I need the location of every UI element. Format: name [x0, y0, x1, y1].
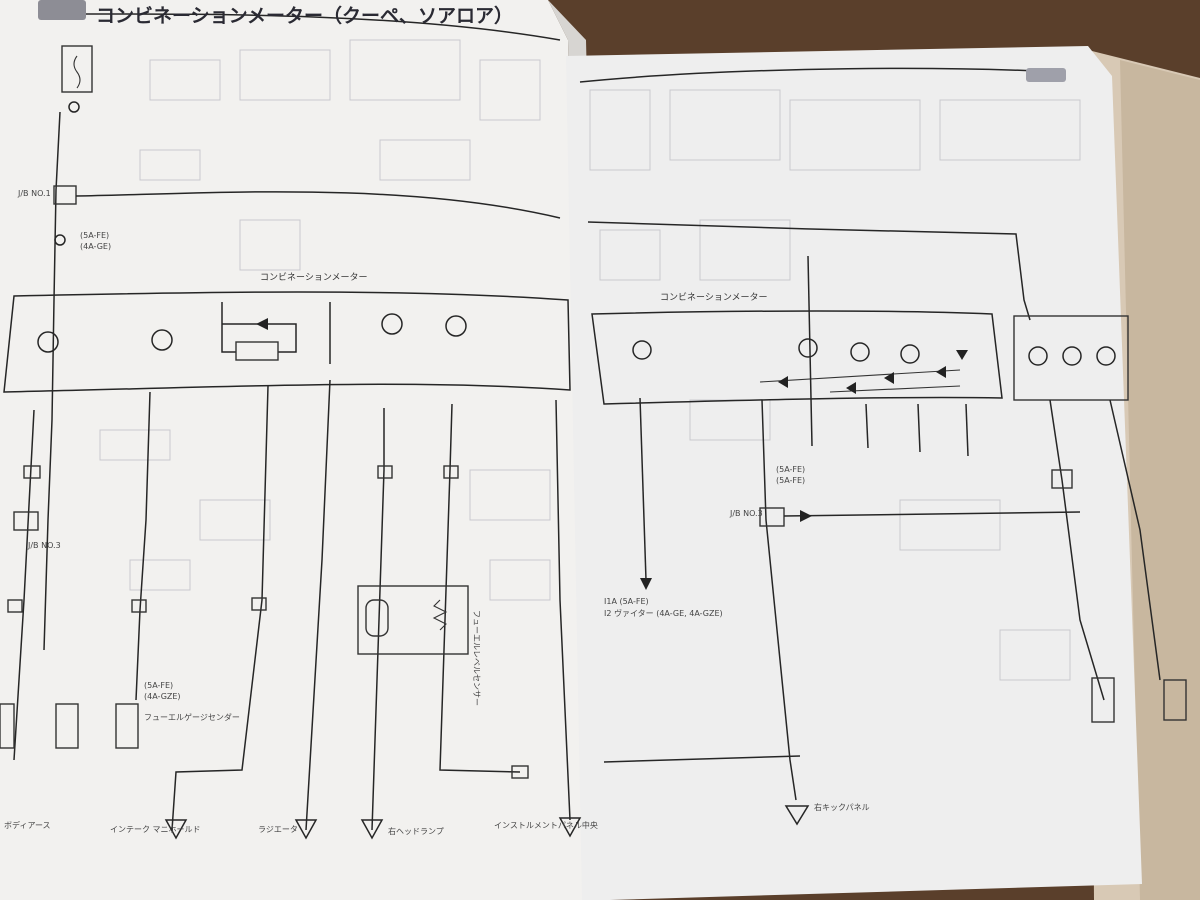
ground-label-1: インテーク マニホールド: [110, 825, 201, 834]
wire-r6: [965, 403, 969, 457]
destination-b: I2 ヴァイター (4A-GE, 4A-GZE): [604, 608, 723, 618]
fuel-resistor: [432, 599, 448, 631]
ground-symbol-icon: [294, 819, 318, 840]
connector-engine: [54, 234, 66, 246]
left-gauges: [37, 313, 467, 353]
left-connectors: [7, 465, 529, 779]
gauge-icon: [381, 313, 403, 335]
gauge-icon: [1028, 346, 1048, 366]
right-top-wire: [587, 221, 1031, 321]
meter-box-left: [3, 291, 571, 393]
ground-label-3: 右ヘッドランプ: [388, 826, 444, 836]
ground-symbol-icon: [784, 805, 810, 826]
ground-label-2: ラジエータ: [258, 825, 298, 834]
fuse-element: [73, 55, 81, 89]
wire-v2: [171, 385, 269, 831]
sender-box-1: [0, 703, 15, 749]
ground-symbol-icon: [164, 819, 188, 840]
meter-box-right: [591, 310, 1003, 405]
wire-r2: [761, 399, 797, 801]
diode-icon: [256, 318, 268, 330]
page-title: コンビネーションメーター（クーペ、ソアロア）: [96, 4, 513, 27]
jb-no1-label: J/B NO.1: [17, 189, 51, 198]
right-box-1: [1051, 469, 1073, 489]
fuel-gauge-element: [365, 599, 389, 637]
jb-no3-label-right: J/B NO.3: [729, 509, 763, 518]
right-section-badge: [1026, 68, 1066, 82]
right-ground-label: 右キックパネル: [814, 802, 870, 812]
book-edge-shadow: [1120, 60, 1200, 900]
destination-a: I1A (5A-FE): [604, 597, 649, 606]
ground-symbol-icon: [360, 819, 384, 840]
sensor-note-a: (5A-FE): [144, 681, 173, 690]
left-meter-label: コンビネーションメーター: [260, 272, 368, 283]
engine-note-top-b: (4A-GE): [80, 242, 111, 251]
right-box-3: [1163, 679, 1187, 721]
gauge-icon: [1096, 346, 1116, 366]
right-box-2: [1091, 677, 1115, 723]
sender-box-3: [115, 703, 139, 749]
left-page: [0, 0, 586, 900]
wire-v3: [305, 379, 331, 831]
diode-icon: [956, 350, 968, 360]
wire-r3: [807, 255, 813, 447]
diode-icon: [884, 372, 894, 384]
engine-note-right-a: (5A-FE): [776, 465, 805, 474]
wire-r7: [1049, 399, 1105, 701]
left-grounds: [164, 817, 582, 840]
wire-v4: [371, 408, 385, 831]
gauge-icon: [632, 340, 652, 360]
connector-top: [68, 101, 80, 113]
right-gauges: [632, 338, 1116, 366]
resistor-box: [235, 341, 279, 361]
sender-box-2: [55, 703, 79, 749]
engine-note-top-a: (5A-FE): [80, 231, 109, 240]
gauge-icon: [850, 342, 870, 362]
wire-r-arrow: [639, 397, 647, 581]
sensor-label: フューエルゲージセンダー: [144, 712, 240, 722]
wire-r5: [917, 403, 921, 453]
section-badge: [38, 0, 86, 20]
gauge-icon: [445, 315, 467, 337]
diode-icon: [936, 366, 946, 378]
ghost-connectors-left: [99, 39, 551, 601]
jb-no1-block: [53, 185, 77, 205]
fuse-box: [61, 45, 93, 93]
wire-v7: [13, 409, 35, 761]
engine-note-right-b: (5A-FE): [776, 476, 805, 485]
wire-main-vertical: [43, 111, 61, 651]
gauge-icon: [1062, 346, 1082, 366]
wire-r4: [865, 403, 869, 449]
arrow-icon: [640, 578, 652, 590]
ground-symbol-icon: [558, 817, 582, 838]
jb-no3-block-right: [759, 507, 785, 527]
wire-v6: [555, 399, 571, 821]
right-page: [566, 46, 1142, 900]
right-meter-label: コンビネーションメーター: [660, 292, 768, 303]
diode-icon: [778, 376, 788, 388]
ground-label-0: ボディアース: [4, 820, 51, 830]
wire-r8: [1109, 399, 1161, 681]
gauge-icon: [900, 344, 920, 364]
wire-top-horizontal: [75, 191, 561, 219]
ground-label-4: インストルメントパネル中央: [494, 820, 598, 830]
wire-v5: [439, 403, 521, 773]
right-diodes: [759, 350, 968, 394]
fuel-sensor-label: フューエルレベルセンサー: [472, 610, 481, 706]
gauge-icon: [37, 331, 59, 353]
wire-r-bottom: [603, 755, 801, 763]
jb-no3-label-left: J/B NO.3: [27, 541, 61, 550]
gauge-icon: [151, 329, 173, 351]
diode-icon: [846, 382, 856, 394]
sensor-note-b: (4A-GZE): [144, 692, 181, 701]
right-heading-underline: [579, 67, 1061, 83]
arrow-icon: [800, 510, 812, 522]
wire-r-horizontal: [783, 511, 1081, 517]
heading-underline: [39, 13, 561, 41]
wire-v1: [135, 391, 151, 701]
gauge-icon: [798, 338, 818, 358]
fuel-sensor-box: [357, 585, 469, 655]
meter-box-right-small: [1013, 315, 1129, 401]
